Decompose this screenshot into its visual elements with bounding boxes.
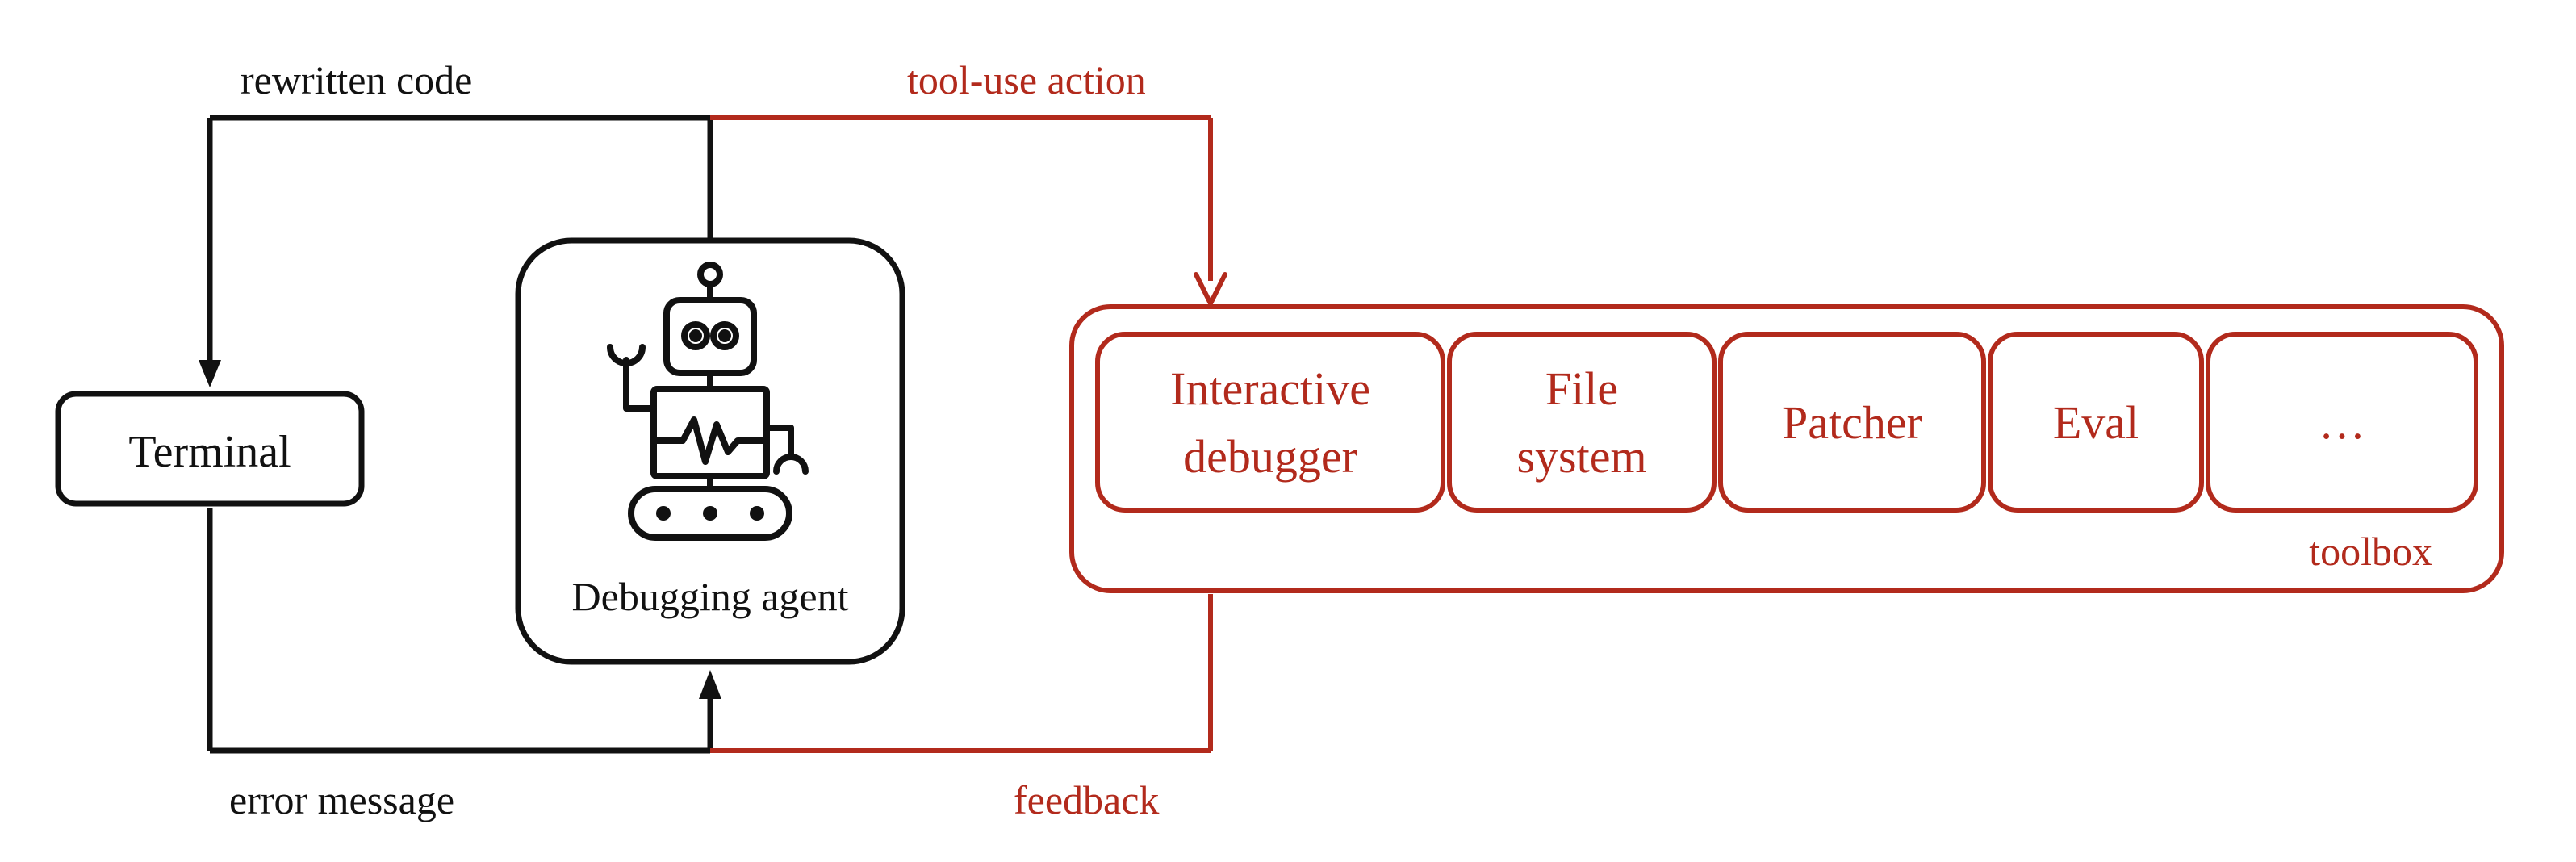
rewritten-code-connector — [207, 115, 713, 363]
tool-label-line: Interactive — [1170, 362, 1370, 415]
arrowhead-to-agent — [699, 670, 721, 699]
tool-box — [1447, 332, 1717, 513]
tool-eval: Eval — [1988, 332, 2204, 513]
error-message-connector — [207, 508, 713, 754]
tool-list: Interactive debugger File system Patcher Eval… — [1095, 332, 2478, 513]
tool-file-system: File system — [1447, 332, 1717, 513]
error-message-label: error message — [229, 777, 454, 822]
feedback-connector — [710, 594, 1213, 753]
tool-label-line: debugger — [1183, 430, 1357, 483]
tool-label-line: File — [1545, 362, 1618, 415]
debugging-agent-node: Debugging agent — [515, 237, 905, 665]
terminal-node: Terminal — [55, 391, 365, 507]
terminal-label: Terminal — [128, 427, 291, 477]
robot-icon — [607, 262, 809, 541]
tool-use-action-label: tool-use action — [907, 57, 1146, 103]
tool-box — [1718, 332, 1986, 513]
tool-label-line: Eval — [2053, 396, 2139, 449]
toolbox-node: toolbox Interactive debugger File system Pat… — [1069, 304, 2504, 593]
rewritten-code-label: rewritten code — [240, 57, 472, 103]
feedback-label: feedback — [1014, 777, 1159, 822]
tool-box — [2206, 332, 2478, 513]
tool-use-action-connector — [710, 115, 1213, 281]
terminal-box — [55, 391, 365, 507]
tool-label-line: … — [2319, 396, 2365, 449]
arrowhead-to-toolbox — [1194, 272, 1227, 306]
tool-label-line: Patcher — [1782, 396, 1922, 449]
tool-box — [1988, 332, 2204, 513]
tool-more-tools: … — [2206, 332, 2478, 513]
tool-label-line: system — [1516, 430, 1646, 483]
arrowhead-to-terminal — [199, 360, 221, 387]
tool-patcher: Patcher — [1718, 332, 1986, 513]
agent-label: Debugging agent — [572, 574, 849, 619]
tool-interactive-debugger: Interactive debugger — [1095, 332, 1445, 513]
toolbox-label: toolbox — [2309, 529, 2432, 574]
tool-box — [1095, 332, 1445, 513]
